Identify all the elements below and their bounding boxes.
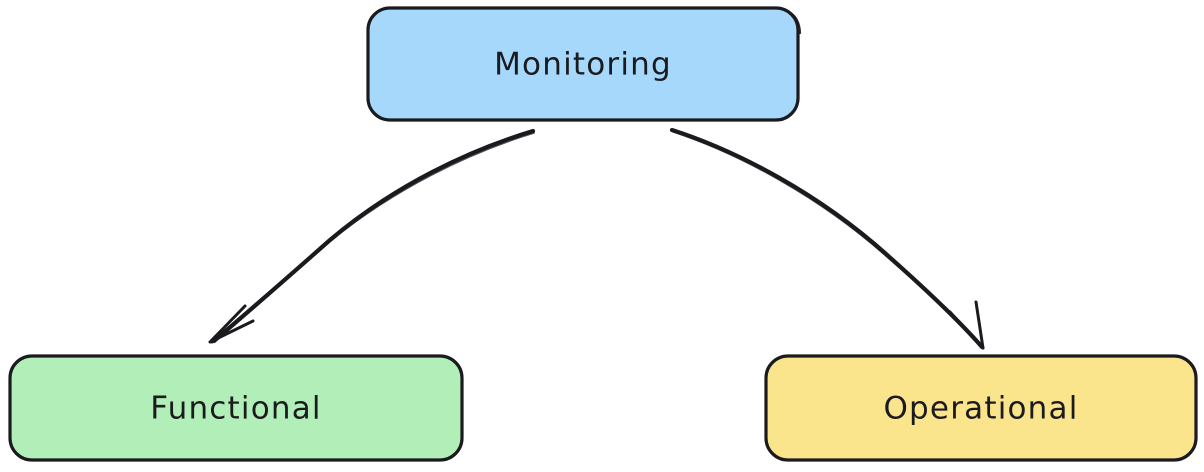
node-operational[interactable]: Operational bbox=[764, 354, 1198, 462]
node-operational-shape bbox=[764, 354, 1198, 462]
edge-arrowhead-left-lower bbox=[208, 319, 255, 344]
node-monitoring-shape bbox=[366, 6, 800, 122]
edge-arrowhead-right-lower bbox=[948, 310, 985, 350]
node-functional-shape bbox=[8, 354, 464, 462]
node-functional[interactable]: Functional bbox=[8, 354, 464, 462]
node-monitoring[interactable]: Monitoring bbox=[366, 6, 802, 122]
node-functional-label: Functional bbox=[150, 391, 321, 427]
edge-line-left-secondary bbox=[211, 132, 535, 344]
node-monitoring-label: Monitoring bbox=[494, 47, 672, 83]
edge-line-right-secondary bbox=[672, 131, 984, 349]
edge-arrowhead-right-upper bbox=[974, 300, 985, 350]
edge-monitoring-to-operational[interactable] bbox=[669, 127, 985, 350]
edge-line-left-primary bbox=[211, 128, 536, 344]
edge-arrowhead-left-extra bbox=[211, 310, 241, 340]
edge-line-right-primary bbox=[669, 127, 985, 350]
node-operational-label: Operational bbox=[883, 391, 1078, 427]
edge-monitoring-to-functional[interactable] bbox=[208, 128, 536, 344]
